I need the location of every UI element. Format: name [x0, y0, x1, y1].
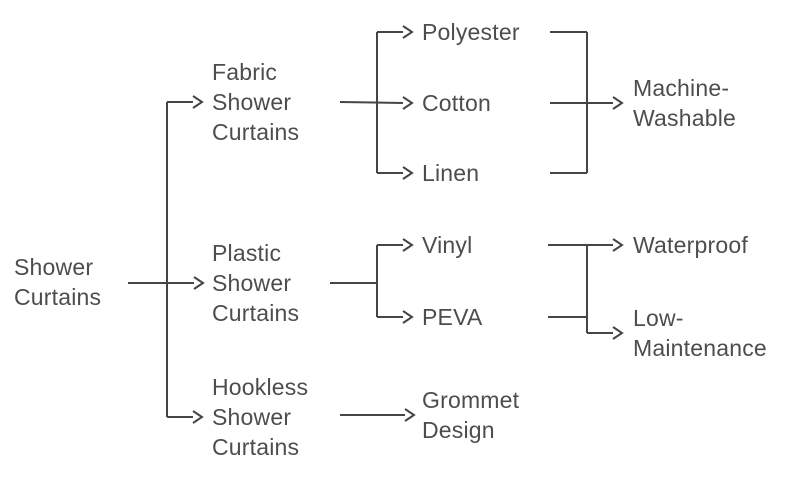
edge-root-to-plastic [128, 276, 205, 290]
node-vinyl: Vinyl [422, 232, 473, 258]
edge-plastic-to-peva [377, 310, 414, 324]
edge-root-to-hookless [167, 410, 204, 424]
node-cotton: Cotton [422, 90, 491, 116]
edge-hookless-to-grommet [340, 408, 416, 422]
node-linen: Linen [422, 160, 480, 186]
node-hookless-shower-curtains: Hookless Shower Curtains [212, 374, 309, 460]
node-peva: PEVA [422, 304, 483, 330]
edge-to-low-maintenance [587, 326, 624, 340]
edge-fabric-to-linen [377, 166, 414, 180]
node-polyester: Polyester [422, 19, 520, 45]
node-waterproof: Waterproof [633, 232, 748, 258]
node-machine-washable: Machine- Washable [633, 75, 737, 131]
edge-root-to-fabric [167, 95, 204, 109]
edge-plastic-to-vinyl [377, 238, 414, 252]
node-fabric-shower-curtains: Fabric Shower Curtains [212, 59, 300, 145]
node-grommet-design: Grommet Design [422, 387, 520, 443]
edge-cotton-to-machine-washable [550, 96, 624, 110]
edge-fabric-to-polyester [377, 25, 414, 39]
edge-vinyl-to-waterproof [548, 238, 624, 252]
node-low-maintenance: Low- Maintenance [633, 305, 767, 361]
node-plastic-shower-curtains: Plastic Shower Curtains [212, 240, 300, 326]
node-shower-curtains: Shower Curtains [14, 254, 102, 310]
edge-fabric-to-cotton [339, 96, 414, 110]
